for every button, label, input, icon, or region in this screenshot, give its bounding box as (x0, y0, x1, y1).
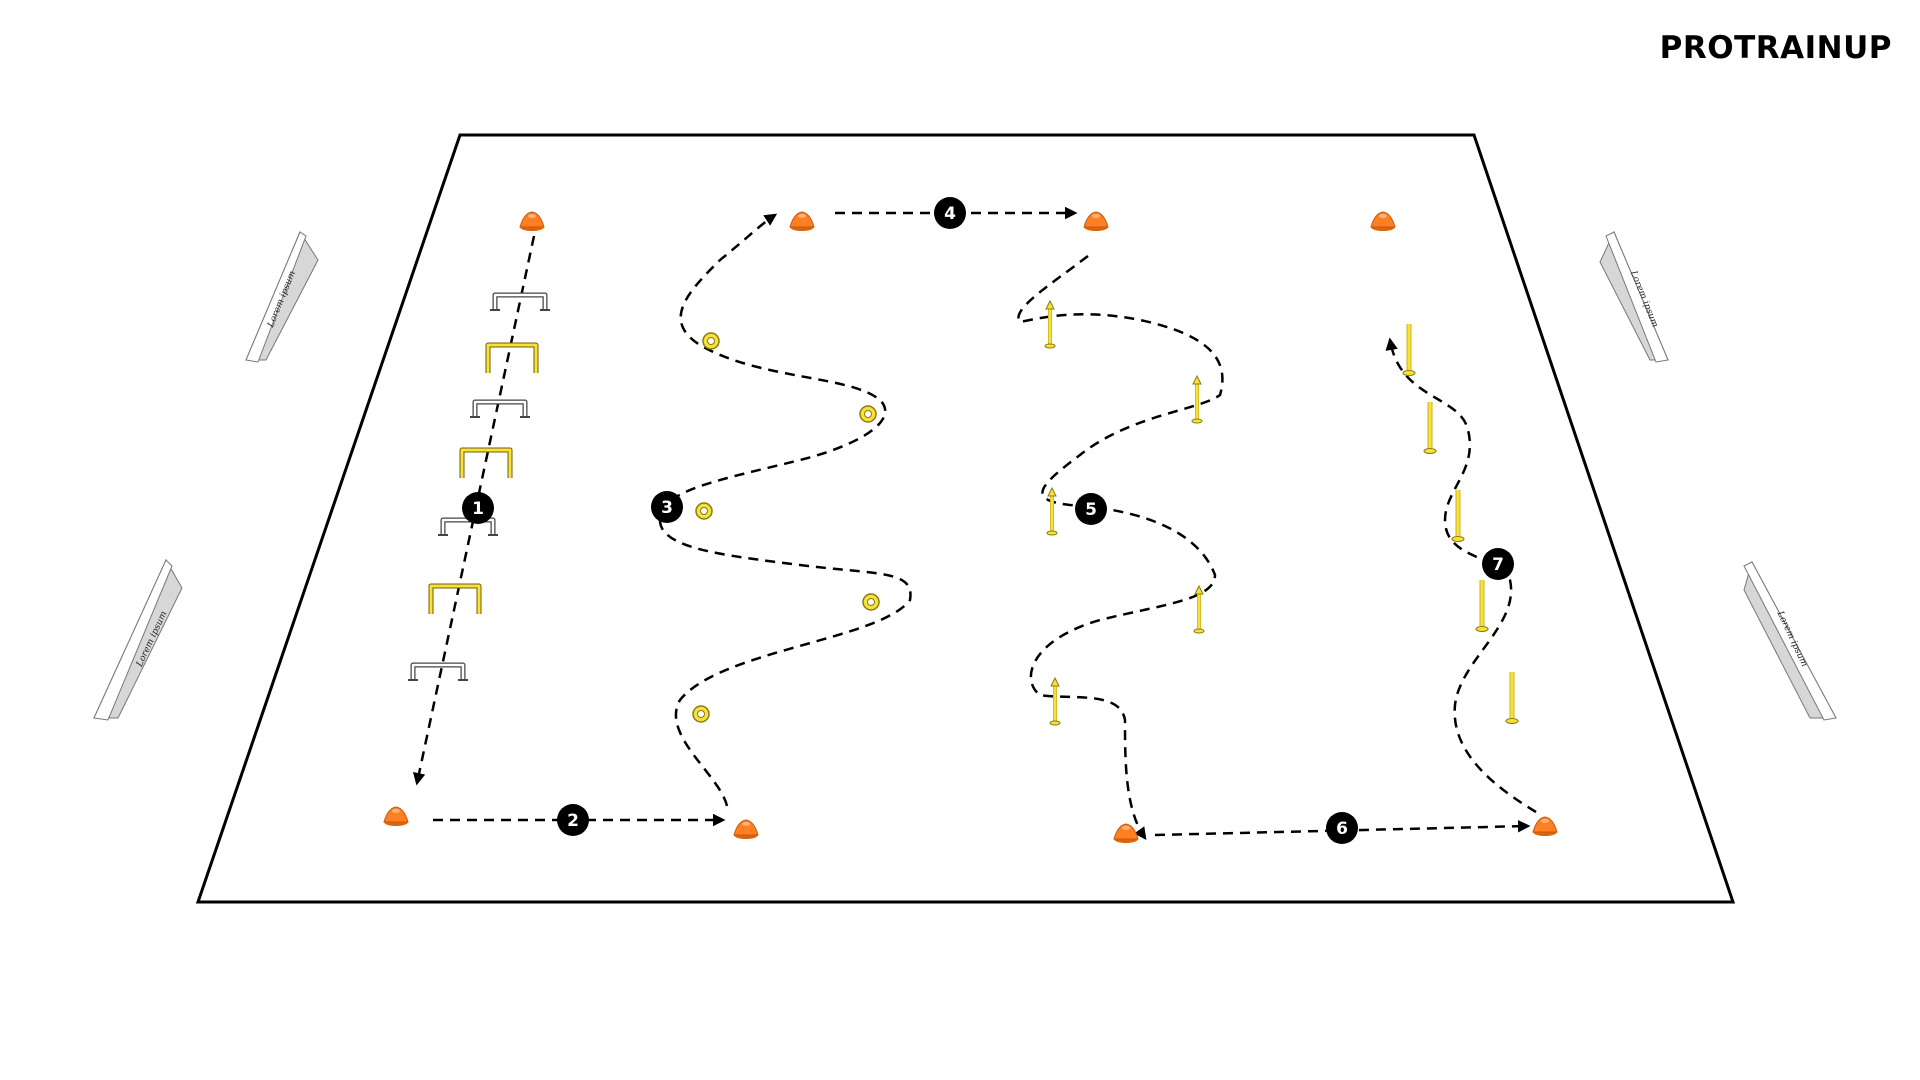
step-number: 4 (944, 204, 956, 224)
ring-icon (862, 593, 880, 611)
step-number: 7 (1492, 555, 1504, 575)
path-6 (1154, 819, 1531, 837)
step-number: 1 (472, 499, 484, 519)
step-label-6: 6 (1326, 812, 1358, 844)
step-label-2: 2 (557, 804, 589, 836)
step-number: 6 (1336, 819, 1348, 839)
step-label-1: 1 (462, 492, 494, 524)
step-label-3: 3 (651, 491, 683, 523)
ring-icon (859, 405, 877, 423)
pitch-boundary (195, 133, 1736, 904)
brand-logo: PROTRAINUP (1659, 30, 1892, 66)
step-label-7: 7 (1482, 548, 1514, 580)
ring-icon (702, 332, 720, 350)
step-number: 2 (567, 811, 579, 831)
banner-right-top: Lorem ipsum (1599, 230, 1669, 363)
banner-left-bottom: Lorem ipsum (93, 558, 183, 721)
banner-right-bottom: Lorem ipsum (1743, 560, 1837, 721)
path-5 (1017, 255, 1224, 841)
ring-icon (692, 705, 710, 723)
banner-left-top: Lorem ipsum (245, 230, 319, 363)
step-number: 5 (1085, 500, 1097, 520)
ring-icon (695, 502, 713, 520)
step-label-4: 4 (934, 197, 966, 229)
step-number: 3 (661, 498, 673, 518)
path-7 (1385, 337, 1537, 814)
step-label-5: 5 (1075, 493, 1107, 525)
